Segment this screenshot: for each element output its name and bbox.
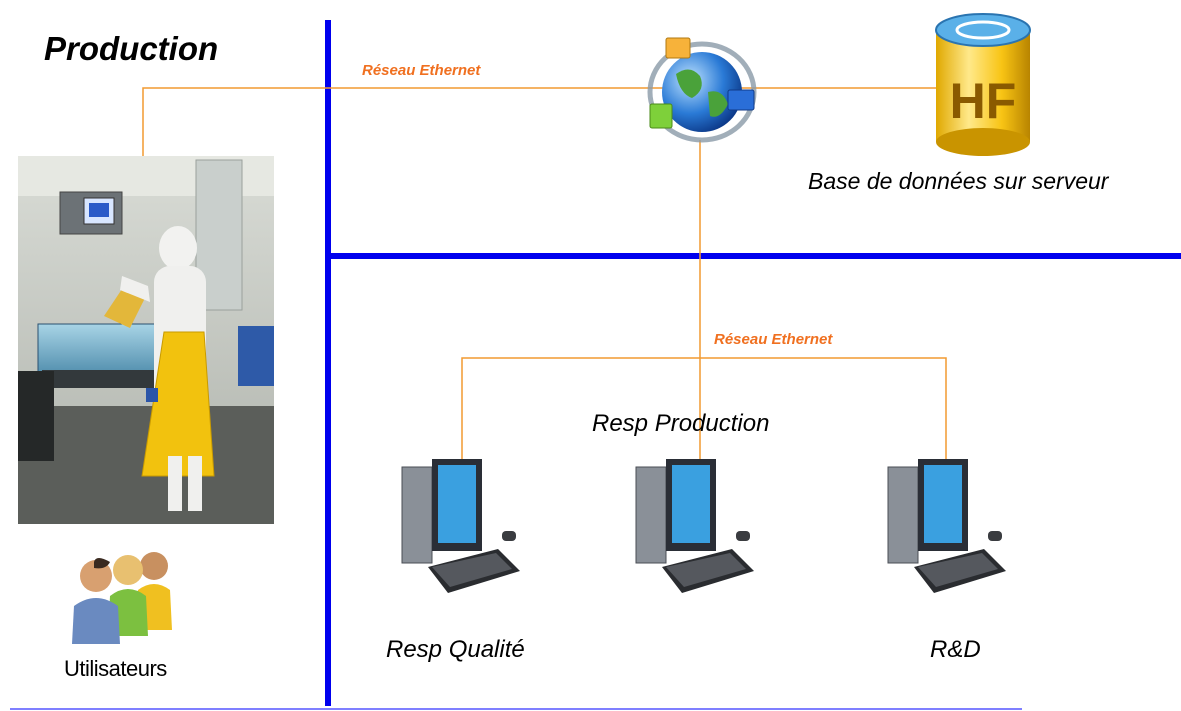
globe-network-icon [647, 37, 757, 143]
desktop-computer-icon [401, 459, 520, 593]
ethernet-line-top [142, 87, 940, 158]
diagram-title: Production [44, 30, 219, 67]
desktop-computer-icon [635, 459, 754, 593]
workstation-label-resp-qualite: Resp Qualité [386, 636, 525, 663]
network-label-bottom: Réseau Ethernet [714, 331, 833, 348]
users-group-icon [72, 552, 172, 644]
workstation-label-resp-production: Resp Production [592, 410, 770, 437]
desktop-computer-icon [887, 459, 1006, 593]
database-logo-text: HF [950, 73, 1017, 129]
workstation-label-rnd: R&D [930, 636, 981, 663]
server-caption: Base de données sur serveur [808, 168, 1109, 194]
ethernet-line-bottom [461, 357, 947, 462]
users-caption: Utilisateurs [64, 656, 167, 681]
network-label-top: Réseau Ethernet [362, 62, 481, 79]
database-hf-icon: HF [935, 13, 1031, 156]
production-worker-photo [18, 156, 274, 524]
